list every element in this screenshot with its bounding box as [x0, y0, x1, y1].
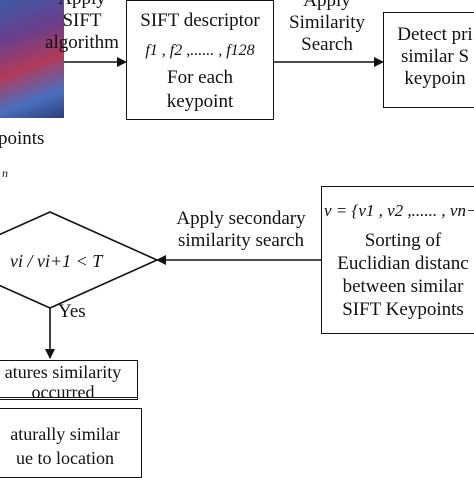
features-text: atures similarity occurred [4, 362, 122, 402]
features-box-frame [0, 360, 138, 398]
decision-formula: vi / vi+1 < T [10, 251, 103, 271]
input-image [0, 0, 64, 118]
sorting-formula: v = {v1 , v2 ,...... , vn− [324, 201, 474, 220]
yes-label: Yes [58, 301, 86, 322]
sift-descriptor-line3: For each [167, 67, 233, 88]
detect-text: Detect pri similar S keypoin [397, 24, 473, 89]
sorting-text: Sorting of Euclidian distanc between sim… [337, 230, 469, 320]
sift-descriptor-box [126, 0, 274, 120]
naturally-text: aturally similar ue to location [10, 424, 120, 468]
sorting-box [321, 186, 474, 334]
sift-descriptor-title: SIFT descriptor [140, 10, 260, 31]
detect-box [383, 12, 474, 108]
apply-sift-label: Apply SIFT algorithm [45, 0, 119, 53]
sift-descriptor-formula: f1 , f2 ,...... , f128 [145, 42, 255, 59]
apply-similarity-label: Apply Similarity Search [289, 0, 365, 55]
apply-secondary-label: Apply secondary similarity search [176, 208, 306, 251]
keypoints-subscript: n [2, 166, 8, 180]
keypoints-label: points [0, 128, 45, 149]
naturally-box [0, 408, 142, 478]
sift-descriptor-line4: keypoint [166, 91, 234, 112]
